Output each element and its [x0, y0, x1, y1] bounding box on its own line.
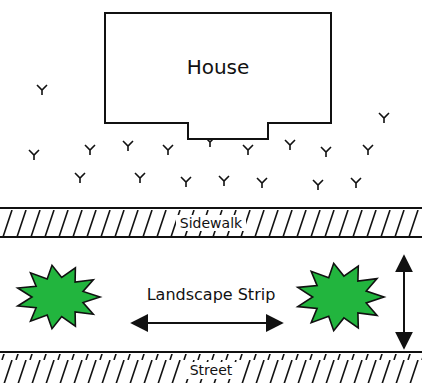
house-outline: [105, 13, 331, 139]
bushes: [18, 263, 384, 330]
sidewalk-edge: [0, 236, 422, 238]
sidewalk-edge: [0, 207, 422, 209]
curb-line: [0, 351, 422, 353]
grass-tuft: [29, 150, 39, 160]
landscape-strip-band: Landscape Strip: [0, 238, 422, 352]
sidewalk-hatching: [0, 210, 422, 236]
grass-tuft: [75, 173, 85, 183]
grass-tuft: [285, 140, 295, 150]
grass-tuft: [135, 173, 145, 183]
grass-tuft: [85, 145, 95, 155]
depth-arrow: [403, 256, 405, 348]
grass-tuft: [351, 178, 361, 188]
house-outline: House: [104, 12, 332, 140]
grass-tuft: [181, 177, 191, 187]
node-label: Landscape Strip: [143, 286, 280, 304]
street-hatching: [0, 354, 422, 383]
grass-tuft: [37, 85, 47, 95]
grass-tuft: [163, 145, 173, 155]
street-band: Street: [0, 352, 422, 383]
sidewalk-band: Sidewalk: [0, 208, 422, 238]
grass-tuft: [379, 113, 389, 123]
grass-tuft: [243, 145, 253, 155]
node-label: Street: [186, 362, 237, 378]
grass-tuft: [257, 178, 267, 188]
width-arrow: [132, 322, 282, 324]
grass-tuft: [123, 141, 133, 151]
bush: [298, 263, 384, 330]
node-label: Sidewalk: [176, 215, 246, 231]
grass-tuft: [321, 147, 331, 157]
bush: [18, 265, 100, 328]
grass-tuft: [219, 176, 229, 186]
grass-tuft: [313, 180, 323, 190]
node-label: House: [187, 56, 250, 79]
grass-tuft: [363, 145, 373, 155]
